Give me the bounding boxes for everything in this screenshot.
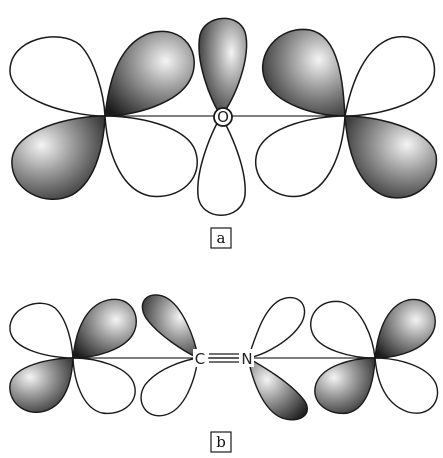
panel-a-oxygen-atom-circle: [213, 107, 233, 127]
panel-b-label: b: [216, 433, 226, 451]
panel-b-n-lower-lobe-shaded: [247, 356, 309, 421]
panel-b: C N b: [9, 294, 439, 453]
panel-b-carbon-atom-label: C: [195, 350, 205, 368]
panel-a-left-upper-lobe-unshaded: [9, 36, 106, 117]
panel-b-n-upper-lobe-unshaded: [246, 296, 306, 359]
panel-b-c-upper-lobe-shaded: [141, 294, 199, 360]
panel-b-c-lower-lobe-unshaded: [140, 357, 199, 417]
panel-a-right-upper-lobe-unshaded: [344, 35, 436, 117]
panel-b-nitrogen-atom-bg: [239, 349, 254, 367]
panel-a: O a: [9, 17, 438, 249]
panel-a-left-upper-lobe-shaded: [104, 30, 195, 117]
panel-a-right-upper-lobe-shaded: [262, 28, 346, 117]
panel-b-left-lower-lobe-shaded: [9, 357, 74, 413]
panel-b-right-lower-lobe-shaded: [314, 357, 376, 415]
panel-a-center-upper-lobe-shaded: [198, 17, 248, 118]
panel-b-carbon-atom-bg: [193, 349, 208, 367]
panel-a-center-lower-lobe-unshaded: [197, 114, 246, 216]
panel-b-nitrogen-atom-label: N: [241, 350, 252, 368]
panel-a-oxygen-atom-label: O: [217, 108, 229, 126]
panel-b-right-upper-lobe-unshaded: [310, 300, 376, 359]
panel-b-right-upper-lobe-shaded: [374, 298, 436, 359]
panel-a-label-box: [210, 227, 232, 249]
panel-a-left-lower-lobe-unshaded: [104, 115, 198, 198]
panel-a-label: a: [217, 229, 226, 247]
panel-b-left-lower-lobe-unshaded: [72, 357, 136, 415]
panel-a-right-lower-lobe-shaded: [344, 115, 438, 199]
panel-b-right-lower-lobe-unshaded: [374, 357, 439, 414]
panel-a-right-lower-lobe-unshaded: [255, 115, 346, 198]
panel-b-left-upper-lobe-shaded: [72, 298, 137, 359]
panel-b-label-box: [210, 431, 232, 453]
panel-a-left-lower-lobe-shaded: [11, 115, 106, 200]
panel-b-left-upper-lobe-unshaded: [9, 302, 74, 359]
